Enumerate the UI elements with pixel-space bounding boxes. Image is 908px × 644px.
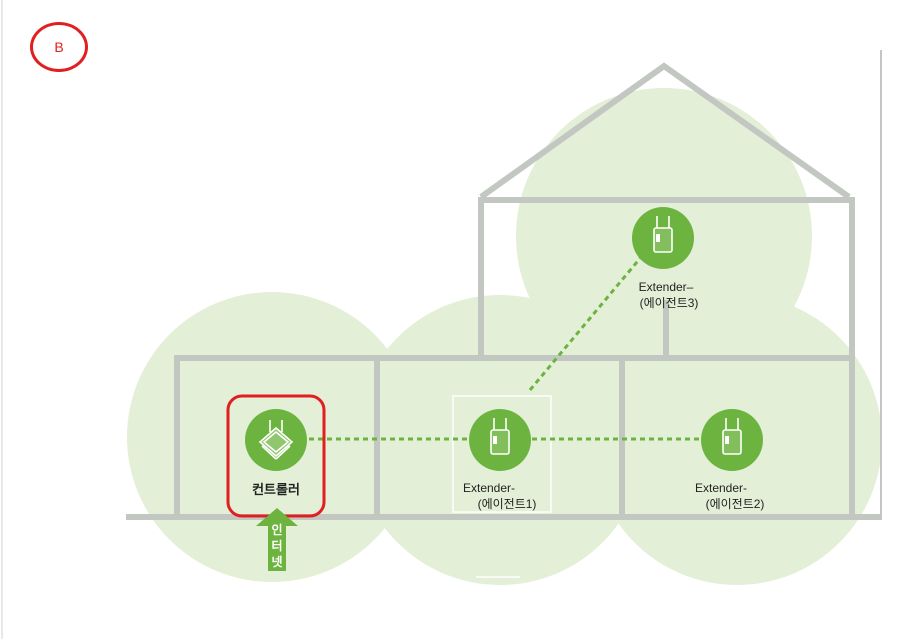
figure-badge: B: [30, 22, 88, 72]
extender-icon: [490, 418, 510, 455]
agent1-label-line2: (에이전트1): [477, 497, 537, 511]
controller-circle: [245, 409, 307, 471]
controller-node[interactable]: [245, 409, 307, 471]
agent3-circle: [632, 207, 694, 269]
agent2-node[interactable]: [701, 409, 763, 471]
link-agent1-agent3: [528, 255, 644, 391]
agent2-label-line2: (에이전트2): [705, 497, 765, 511]
agent1-circle: [469, 409, 531, 471]
agent1-node[interactable]: [469, 409, 531, 471]
house-outline: [126, 62, 882, 520]
agent1-label-line1: Extender-: [462, 481, 516, 495]
agent3-label-line1: Extender–: [638, 280, 694, 294]
router-icon: [258, 420, 294, 460]
internet-char-1: 인: [271, 523, 283, 537]
internet-char-3: 넷: [271, 555, 283, 569]
agent3-label-line2: (에이전트3): [639, 296, 699, 310]
roof: [479, 62, 851, 200]
controller-label: 컨트롤러: [252, 482, 300, 497]
internet-arrow-icon: [256, 508, 298, 571]
agent3-node[interactable]: [632, 207, 694, 269]
internet-char-2: 터: [271, 539, 283, 553]
extender-icon: [653, 216, 673, 253]
agent2-circle: [701, 409, 763, 471]
agent1-label-box: [452, 395, 552, 513]
agent2-label-line1: Extender-: [694, 481, 748, 495]
extender-icon: [722, 418, 742, 455]
